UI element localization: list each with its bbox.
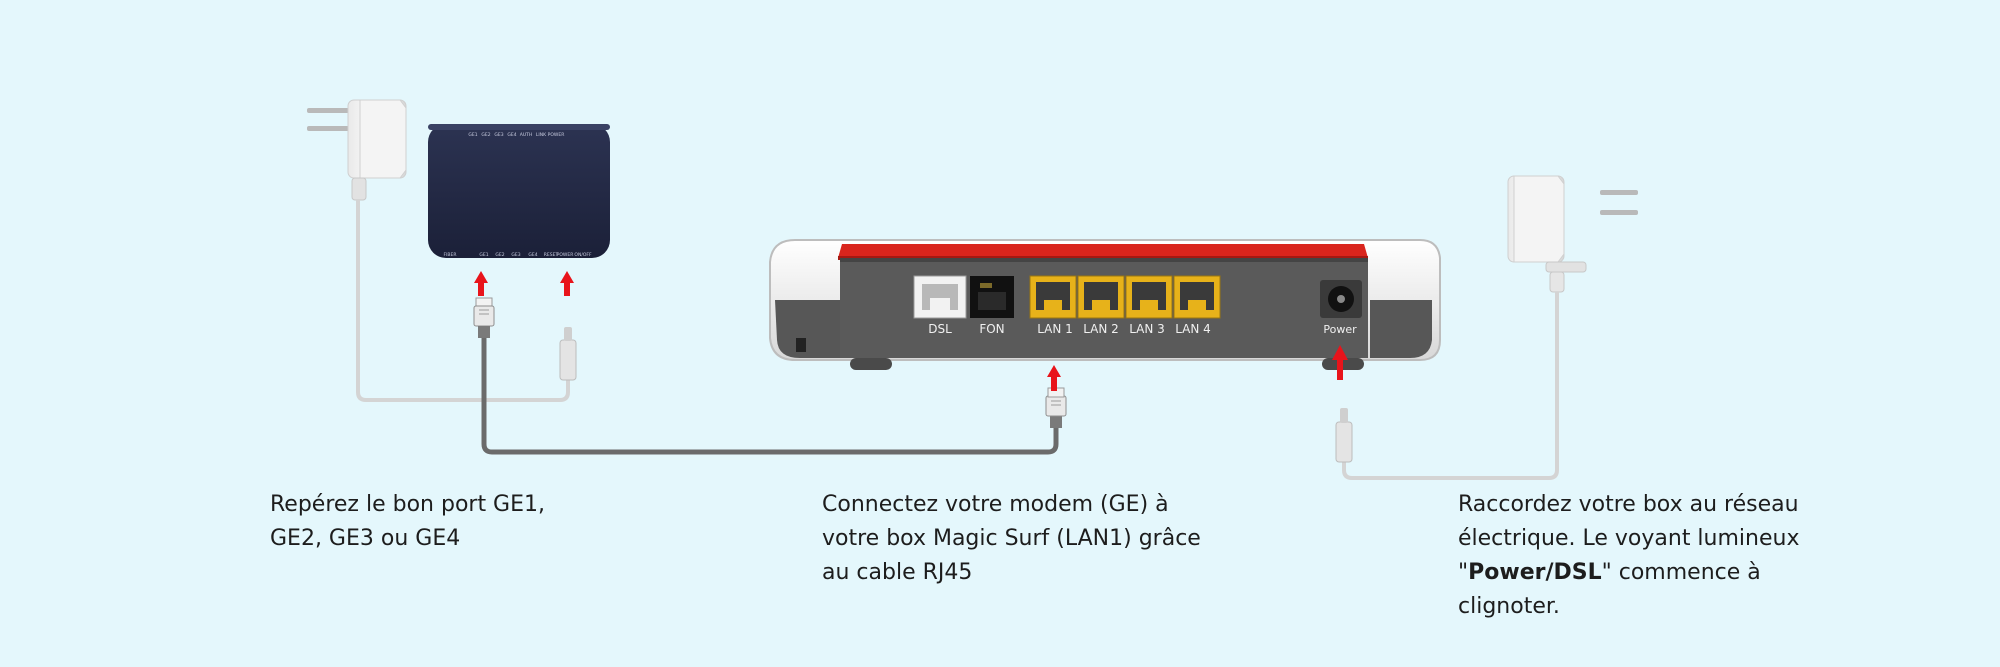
quote-open: " — [1458, 560, 1469, 585]
modem-port-label: RESET — [544, 252, 559, 258]
dsl-label: DSL — [928, 322, 952, 336]
step-1-line-1: Repérez le bon port GE1, — [270, 492, 545, 517]
step-1-caption: Repérez le bon port GE1, GE2, GE3 ou GE4 — [270, 488, 610, 556]
rj45-cable — [473, 297, 1067, 455]
lan4-label: LAN 4 — [1175, 322, 1211, 336]
box-power-arrow — [1332, 345, 1348, 380]
lan-port-1 — [1029, 275, 1077, 319]
modem-power-adapter — [307, 99, 577, 402]
step-2-line-1: Connectez votre modem (GE) à — [822, 492, 1169, 517]
step-3-line-1: Raccordez votre box au réseau — [1458, 492, 1799, 517]
box-lan1-arrow — [1047, 365, 1061, 391]
step-2-line-3: au cable RJ45 — [822, 560, 973, 585]
power-label: Power — [1323, 323, 1357, 336]
power-dsl-label: Power/DSL — [1468, 560, 1602, 585]
modem-led-label: GE1 — [468, 132, 477, 138]
step-1-line-2: GE2, GE3 ou GE4 — [270, 526, 461, 551]
dsl-port — [913, 275, 967, 319]
lan3-label: LAN 3 — [1129, 322, 1165, 336]
step-2-caption: Connectez votre modem (GE) à votre box M… — [822, 488, 1262, 590]
modem-led-label: AUTH — [520, 132, 533, 138]
step-2-line-2: votre box Magic Surf (LAN1) grâce — [822, 526, 1201, 551]
fon-label: FON — [979, 322, 1004, 336]
step-3-caption: Raccordez votre box au réseau électrique… — [1458, 488, 1878, 624]
modem-port-label: GE1 — [479, 252, 488, 258]
step-3-line-2: électrique. Le voyant lumineux — [1458, 526, 1800, 551]
modem-port-label: FIBER — [444, 252, 457, 258]
modem-ge-arrow — [474, 271, 488, 296]
modem-led-label: POWER — [548, 132, 565, 138]
step-3-line-3: "Power/DSL" commence à — [1458, 556, 1878, 590]
modem-port-label: GE2 — [495, 252, 504, 258]
line-3-suffix: " commence à — [1601, 560, 1761, 585]
modem-port-label: GE3 — [511, 252, 520, 258]
lan-port-4 — [1173, 275, 1221, 319]
modem-port-label: GE4 — [528, 252, 537, 258]
lan-port-3 — [1125, 275, 1173, 319]
modem-led-label: LINK — [536, 132, 547, 138]
step-3-line-4: clignoter. — [1458, 594, 1560, 619]
fon-port — [970, 276, 1014, 318]
lan1-label: LAN 1 — [1037, 322, 1073, 336]
modem-led-label: GE3 — [494, 132, 503, 138]
box-power-socket — [1320, 280, 1362, 318]
lan2-label: LAN 2 — [1083, 322, 1119, 336]
modem-led-label: GE4 — [507, 132, 516, 138]
box-power-adapter — [1335, 175, 1638, 480]
magic-surf-box: DSL FON LAN 1 LAN 2 LAN 3 LAN 4 Power — [769, 239, 1441, 370]
modem-port-label: ON/OFF — [574, 252, 592, 258]
modem-led-label: GE2 — [481, 132, 490, 138]
modem-port-label: POWER — [557, 252, 574, 258]
modem-power-arrow — [560, 271, 574, 296]
lan-port-2 — [1077, 275, 1125, 319]
